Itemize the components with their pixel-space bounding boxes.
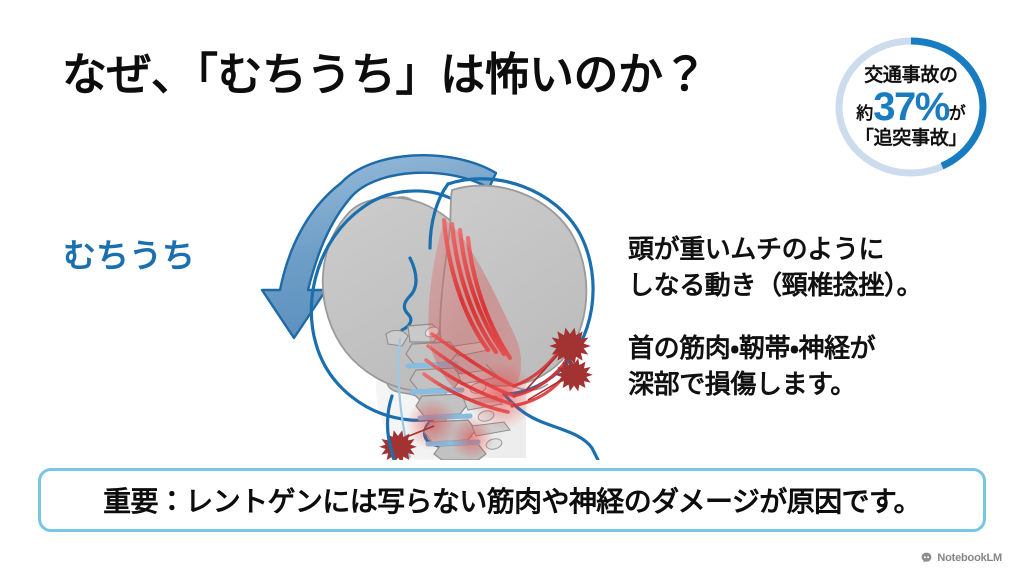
notebooklm-watermark: NotebookLM [920,551,1002,564]
badge-line-2: 約 37% が [856,87,966,127]
torso-outline [385,394,396,460]
badge-percent-value: 37% [873,85,950,129]
statistic-badge-text: 交通事故の 約 37% が 「追突事故」 [826,31,996,183]
statistic-badge: 交通事故の 約 37% が 「追突事故」 [826,31,996,183]
description-text-block: 頭が重いムチのように しなる動き（頸椎捻挫）。 首の筋肉・靭帯・神経が 深部で損… [628,232,998,403]
whiplash-motion-arrow-icon [260,154,498,340]
description-paragraph-1: 頭が重いムチのように しなる動き（頸椎捻挫）。 [628,234,923,300]
badge-line-3: 「追突事故」 [854,128,968,149]
badge-approx-prefix: 約 [856,104,874,123]
notebooklm-logo-icon [922,552,932,563]
badge-line-1: 交通事故の [864,65,958,86]
key-takeaway-banner: 重要：レントゲンには写らない筋肉や神経のダメージが原因です。 [38,468,986,532]
description-paragraph-2: 首の筋肉・靭帯・神経が 深部で損傷します。 [628,332,876,399]
key-takeaway-text: 重要：レントゲンには写らない筋肉や神経のダメージが原因です。 [103,486,921,517]
neck-muscles [406,217,570,460]
progress-ring-icon [835,37,987,177]
motion-label-whiplash: むちうち [63,237,195,274]
page-title: なぜ、「むちうち」は怖いのか？ [62,49,708,100]
watermark-label: NotebookLM [937,551,1002,564]
whiplash-anatomy-illustration [196,138,626,460]
badge-suffix: が [948,104,966,123]
